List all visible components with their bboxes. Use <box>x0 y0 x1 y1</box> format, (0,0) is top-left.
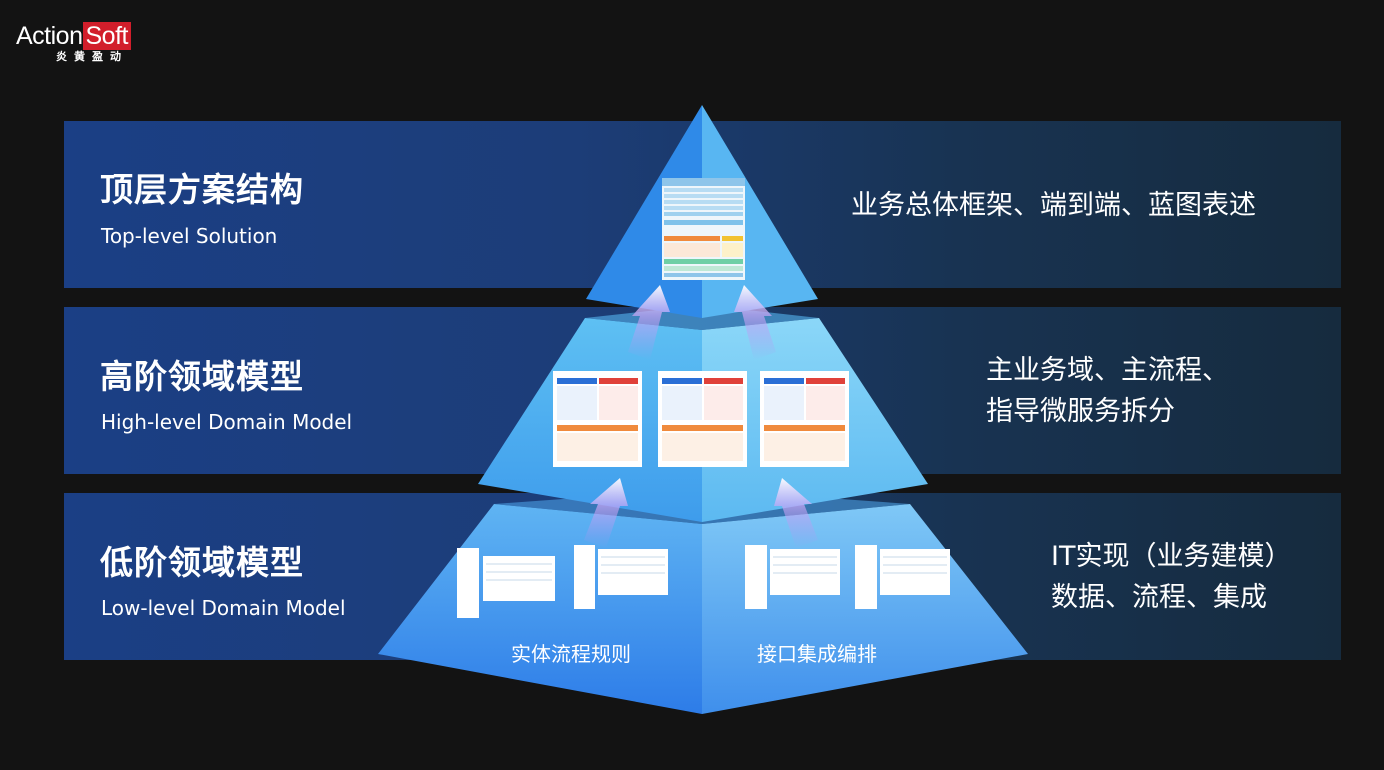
pyramid-bottom-left-face <box>378 504 702 714</box>
up-arrow-icon-2 <box>734 285 776 360</box>
layer-low-title-zh: 低阶领域模型 <box>100 543 304 582</box>
logo-brand-action: Action <box>16 22 83 50</box>
layer-high-title-en: High-level Domain Model <box>101 410 353 434</box>
thumbnail-lines <box>486 556 947 581</box>
layer-low-desc-line2: 数据、流程、集成 <box>1051 582 1267 613</box>
layer-low-title-en: Low-level Domain Model <box>101 596 346 620</box>
domain-model-card-3 <box>760 371 849 467</box>
layer-high-title-zh: 高阶领域模型 <box>100 357 304 396</box>
solution-blueprint-thumbnail <box>662 178 745 280</box>
up-arrow-icon <box>628 285 670 360</box>
up-arrow-icon-1 <box>628 285 670 360</box>
up-arrow-icon <box>774 478 818 548</box>
layer-low-desc-line1: IT实现（业务建模） <box>1051 541 1292 572</box>
layer-high-desc-line2: 指导微服务拆分 <box>986 396 1175 427</box>
layer-top-description: 业务总体框架、端到端、蓝图表述 <box>851 185 1256 226</box>
layer-top-desc-line1: 业务总体框架、端到端、蓝图表述 <box>851 190 1256 221</box>
layer-high-desc-line1: 主业务域、主流程、 <box>986 355 1229 386</box>
layer-low-description: IT实现（业务建模） 数据、流程、集成 <box>1051 536 1291 618</box>
pyramid-label-interface-integration: 接口集成编排 <box>757 642 877 666</box>
pyramid-label-entity-process-rule: 实体流程规则 <box>511 642 631 666</box>
domain-model-card-1 <box>553 371 642 467</box>
domain-model-card-2 <box>658 371 747 467</box>
logo-subtitle: 炎黄盈动 <box>56 50 128 63</box>
logo-brand-soft: Soft <box>83 22 131 50</box>
layer-top-title-en: Top-level Solution <box>101 224 278 248</box>
up-arrow-icon-3 <box>584 478 628 548</box>
layer-top-title-zh: 顶层方案结构 <box>100 170 304 209</box>
up-arrow-icon <box>584 478 628 548</box>
layer-high-description: 主业务域、主流程、 指导微服务拆分 <box>986 350 1229 432</box>
up-arrow-icon <box>734 285 776 360</box>
up-arrow-icon-4 <box>774 478 818 548</box>
